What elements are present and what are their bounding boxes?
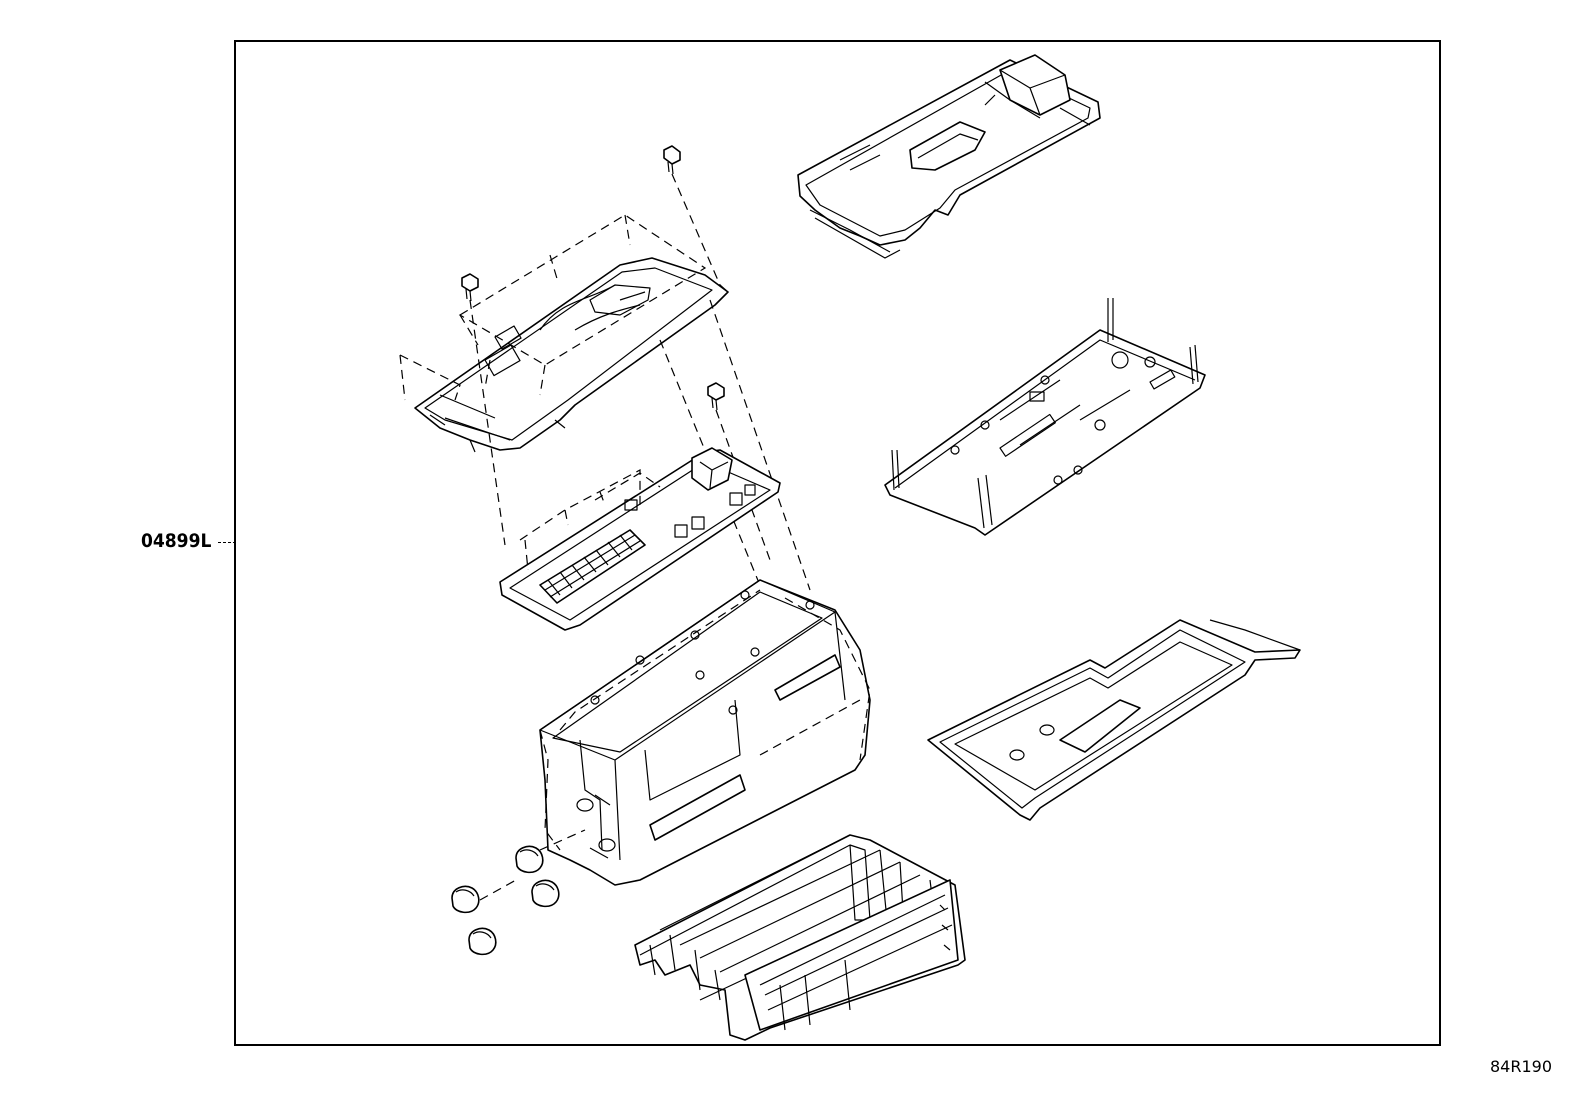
diagram-frame [234,40,1441,1046]
bracket-plate-part [884,298,1206,536]
rubber-cap-3 [531,879,560,908]
main-case-part [539,579,871,886]
bolt-left [461,273,479,302]
diagram-reference-code: 84R190 [1490,1057,1553,1076]
bolt-top [663,145,681,175]
rubber-cap-1 [515,845,544,874]
rubber-cap-4 [468,927,497,956]
part-number-callout: 04899L [141,530,212,552]
spacer-frame-part [634,834,966,1041]
bolt-middle [707,382,725,411]
rubber-cap-2 [451,885,480,914]
upper-cover-part [797,54,1101,259]
callout-leader-line [218,542,236,543]
circuit-board-part [499,447,781,631]
main-cover-part [399,214,729,453]
tray-pan-part [927,619,1301,821]
